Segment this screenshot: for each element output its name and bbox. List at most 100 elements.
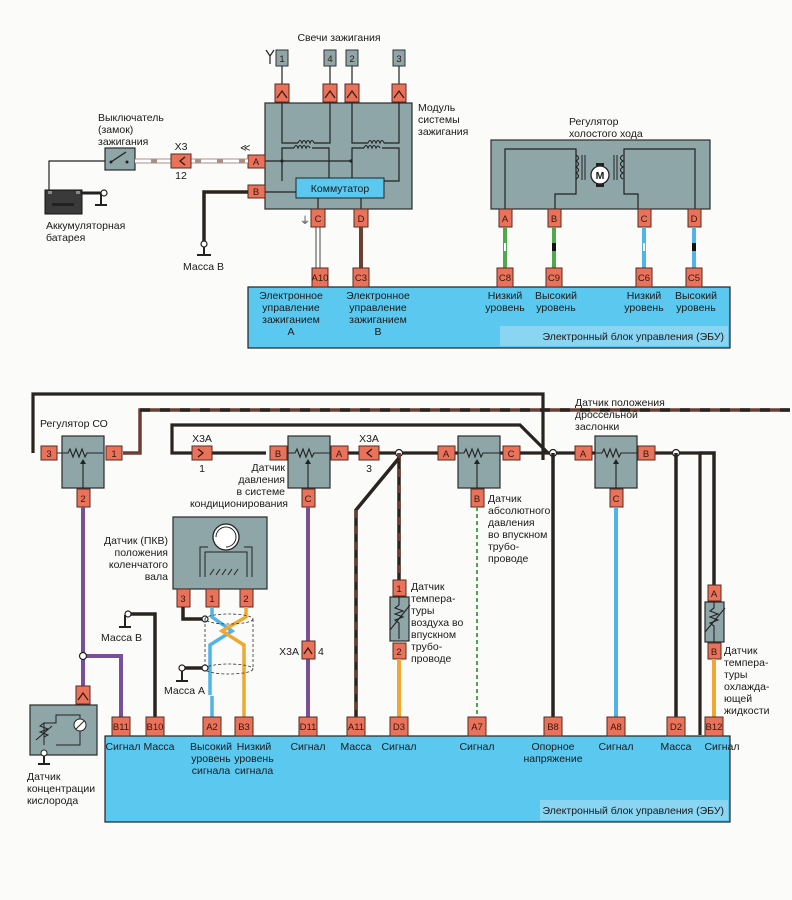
connector-x3a-1 [191, 445, 213, 461]
battery [44, 189, 83, 215]
ecu-top-pin-label-4-1: Низкий [627, 290, 662, 302]
ecu-bottom-pin-b10: B10 [145, 716, 165, 737]
o2-label-1: Датчик [27, 771, 61, 783]
svg-text:B: B [551, 214, 557, 225]
ecu-top-pin-label-4-2: уровень [624, 302, 664, 314]
ect-label-5: ющей [724, 693, 752, 705]
idle-pin-c: C [637, 208, 652, 228]
ignition-switch-label-1: Выключатель [98, 112, 164, 124]
wire-co-1-loop [123, 408, 790, 455]
ecu-bottom-pin-label-2-2: уровень [191, 753, 231, 765]
svg-text:D2: D2 [670, 722, 682, 733]
spark-plug-1: 1 [265, 49, 289, 84]
commutator-label: Коммутатор [311, 183, 370, 195]
ecu-bottom-pin-label-4-1: Сигнал [290, 741, 325, 753]
x3a-1-pin: 1 [199, 463, 205, 475]
ecu-top-pin-label-2-2: уровень [485, 302, 525, 314]
ecu-bottom-pin-label-9-1: Сигнал [598, 741, 633, 753]
ecu-bottom-pin-label-6-1: Сигнал [381, 741, 416, 753]
tps-pin-c: C [609, 488, 624, 508]
ecu-bottom-pin-label-3-1: Низкий [237, 741, 272, 753]
svg-text:A: A [580, 449, 587, 460]
ac-sensor-label-2: давления [238, 474, 285, 486]
ect-sensor [704, 584, 726, 660]
idle-pin-d: D [687, 208, 702, 228]
commutator-box [295, 177, 385, 199]
co-regulator [50, 435, 105, 489]
svg-text:1: 1 [209, 594, 214, 605]
ac-sensor-label-1: Датчик [252, 462, 286, 474]
svg-text:B11: B11 [113, 722, 129, 733]
idle-pin-b: B [547, 208, 562, 228]
ckp-pin-1: 1 [205, 588, 220, 608]
module-pin-b: B [247, 184, 266, 199]
ecu-top-pin-label-3-2: уровень [536, 302, 576, 314]
ecu-top-pin-c8: C8 [496, 267, 514, 288]
ecu-bottom-pin-a7: A7 [467, 716, 487, 737]
svg-text:A10: A10 [312, 273, 329, 284]
ignition-switch [104, 147, 136, 171]
map-sensor [452, 435, 501, 489]
o2-label-2: концентрации [27, 783, 95, 795]
map-label-2: абсолютного [488, 505, 551, 517]
ckp-label-1: Датчик (ПКВ) [104, 535, 168, 547]
module-pin-c: C [310, 208, 326, 228]
svg-text:D: D [358, 214, 365, 225]
ecu-bottom-pin-label-5-1: Масса [340, 741, 371, 753]
svg-text:B: B [474, 494, 480, 505]
ckp-label-3: коленчатого [109, 559, 168, 571]
ecu-bottom-title: Электронный блок управления (ЭБУ) [543, 805, 724, 817]
ignition-module-label-2: системы [418, 114, 460, 126]
ecu-bottom-pin-d11: D11 [298, 716, 318, 737]
map-pin-a: A [437, 445, 456, 461]
iat-label-6: трубо- [411, 641, 443, 653]
o2-label-3: кислорода [27, 795, 78, 807]
svg-text:C8: C8 [499, 273, 511, 284]
ecu-bottom-pin-label-10-1: Масса [660, 741, 691, 753]
iat-label-2: темпера- [411, 593, 456, 605]
connector-x3 [170, 153, 192, 169]
svg-text:C: C [315, 214, 322, 225]
svg-text:A7: A7 [471, 722, 483, 733]
iat-pin-2: 2 [396, 647, 401, 658]
svg-text:1: 1 [279, 54, 284, 65]
iat-label-5: впускном [411, 629, 456, 641]
svg-text:4: 4 [327, 54, 332, 65]
idle-regulator-label-2: холостого хода [569, 128, 643, 140]
plug-connectors [274, 83, 407, 103]
x3a-3-name: X3A [359, 433, 379, 445]
ecu-bottom-pin-label-2-3: сигнала [192, 765, 231, 777]
ecu-bottom-pin-a11: A11 [346, 716, 366, 737]
ground-a-label: Масса А [164, 685, 205, 697]
svg-text:3: 3 [180, 594, 185, 605]
svg-text:D3: D3 [393, 722, 405, 733]
wire-ground-b10 [131, 612, 157, 735]
ignition-module-label-1: Модуль [418, 102, 456, 114]
idle-pin-a: A [498, 208, 513, 228]
svg-text:C: C [641, 214, 648, 225]
ect-label-2: темпера- [724, 657, 769, 669]
x3a-4-pin: 4 [318, 646, 324, 658]
map-label-5: трубо- [488, 541, 520, 553]
ecu-bottom-pin-d2: D2 [666, 716, 686, 737]
ecu-top-pin-label-1-4: В [374, 326, 381, 338]
motor-symbol: M [596, 170, 605, 182]
svg-text:C: C [508, 449, 515, 460]
svg-text:B3: B3 [238, 722, 250, 733]
module-pin-a: A [247, 154, 266, 169]
ac-pin-a: A [330, 445, 349, 461]
svg-text:1: 1 [111, 449, 116, 460]
connector-x3a-3 [358, 445, 380, 461]
iat-label-4: воздуха во [411, 617, 463, 629]
connector-x3-name: X3 [175, 141, 188, 153]
ground-b-bottom-icon [119, 615, 131, 628]
ecu-top-pin-label-5-1: Высокий [675, 290, 717, 302]
map-pin-c: C [502, 445, 521, 461]
spark-plug-4: 4 [323, 49, 337, 84]
svg-text:2: 2 [349, 54, 354, 65]
ecu-bottom-pin-label-11-1: Сигнал [704, 741, 739, 753]
x3a-1-name: X3A [192, 433, 212, 445]
co-pin-2: 2 [76, 488, 91, 508]
iat-label-1: Датчик [411, 581, 445, 593]
ecu-bottom-pin-label-1-1: Масса [143, 741, 174, 753]
